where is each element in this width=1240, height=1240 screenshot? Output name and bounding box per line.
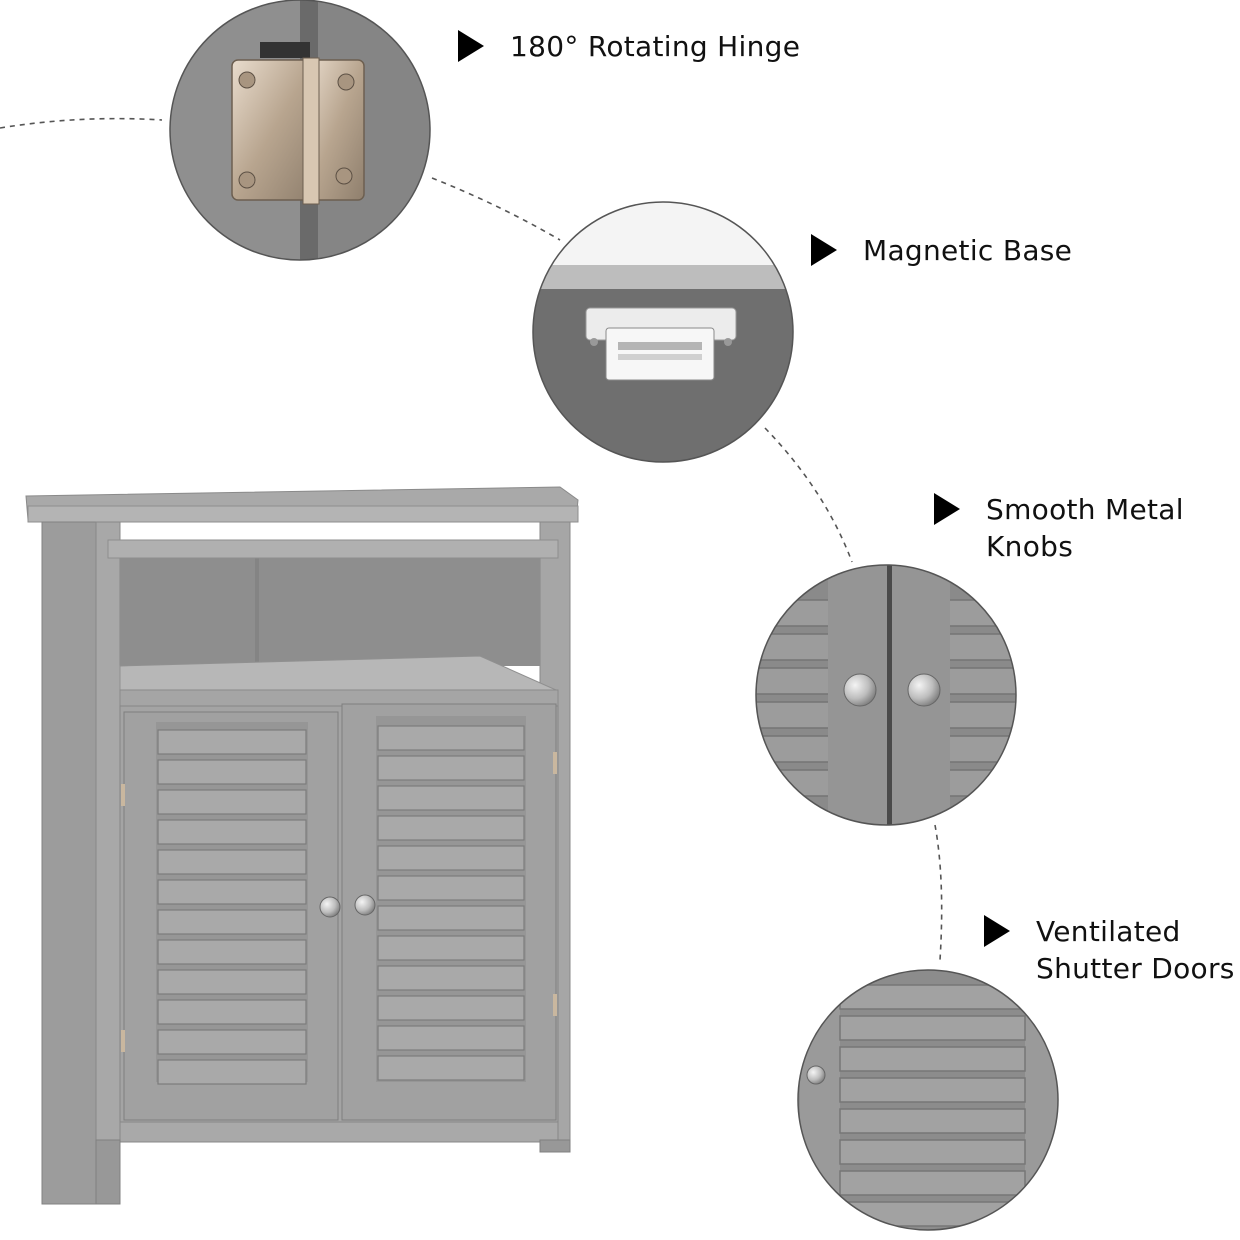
feature-label-magnet: Magnetic Base [811,232,1072,269]
louver-slat [377,875,525,901]
connector-lines [0,117,943,961]
louver-slat [377,905,525,931]
cabinet-image [25,486,579,1205]
triangle-right-icon [458,30,484,62]
louver-slat [377,1055,525,1081]
connector-line-hinge-magnet [431,177,561,241]
connector-line-left [0,117,163,129]
louver-slat [377,815,525,841]
cabinet-knob-right-icon [354,894,376,916]
louver-slat [157,999,307,1025]
louver-slat [377,845,525,871]
feature-text-shutter: Ventilated Shutter Doors [1036,915,1235,985]
feature-label-shutter: Ventilated Shutter Doors [984,913,1235,987]
feature-text-hinge: 180° Rotating Hinge [510,30,801,63]
hinge-detail-image [170,0,430,260]
cabinet-knob-left-icon [319,896,341,918]
louver-slat [377,725,525,751]
louver-slat [377,995,525,1021]
louver-slat [157,759,307,785]
louver-slat [157,1059,307,1085]
louver-slat [157,819,307,845]
louver-slat [377,935,525,961]
triangle-right-icon [811,234,837,266]
louver-slat [157,969,307,995]
cabinet-louvers [157,725,525,1085]
knob-right-icon [907,673,941,707]
louver-slat [377,755,525,781]
feature-label-knobs: Smooth Metal Knobs [934,491,1184,565]
louver-slat [377,785,525,811]
louver-slat [157,879,307,905]
louver-slat [157,729,307,755]
connector-line-knobs-shutter [934,824,943,961]
triangle-right-icon [934,493,960,525]
triangle-right-icon [984,915,1010,947]
louver-slat [377,1025,525,1051]
louver-slat [157,939,307,965]
knobs-detail-image [756,565,1016,825]
feature-text-knobs: Smooth Metal Knobs [986,493,1184,563]
louver-slat [377,965,525,991]
knob-left-icon [843,673,877,707]
feature-text-magnet: Magnetic Base [863,234,1073,267]
feature-label-hinge: 180° Rotating Hinge [458,28,800,65]
louver-slat [157,1029,307,1055]
shutter-detail-image [798,970,1058,1230]
connector-line-magnet-knobs [764,427,853,563]
louver-slat [157,849,307,875]
louver-slat [157,789,307,815]
louver-slat [157,909,307,935]
